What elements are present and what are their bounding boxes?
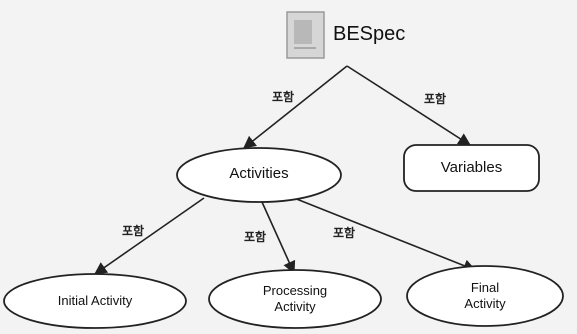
final-activity-label: Final Activity <box>464 280 506 311</box>
edge-label-bespec-variables: 포함 <box>424 92 447 106</box>
document-icon <box>286 11 325 59</box>
initial-activity-label: Initial Activity <box>57 293 133 308</box>
root-label: BESpec <box>333 23 406 45</box>
edge-label-activities-processing: 포함 <box>244 230 267 244</box>
edge-activities-initial <box>93 197 205 275</box>
edge-label-activities-initial: 포함 <box>122 224 145 238</box>
node-initial-activity <box>3 273 187 329</box>
processing-activity-label: Processing Activity <box>262 283 328 314</box>
edge-label-bespec-activities: 포함 <box>272 90 295 104</box>
node-final-activity <box>406 265 564 327</box>
edge-bespec-variables <box>346 65 472 146</box>
activities-label: Activities <box>229 165 289 182</box>
edge-activities-final <box>293 197 477 272</box>
node-processing-activity <box>208 269 382 329</box>
edge-bespec-activities <box>242 65 348 149</box>
edge-activities-processing <box>261 201 296 275</box>
node-variables <box>403 144 540 192</box>
node-activities <box>176 147 342 203</box>
edge-label-activities-final: 포함 <box>333 226 356 240</box>
variables-label: Variables <box>440 159 503 176</box>
